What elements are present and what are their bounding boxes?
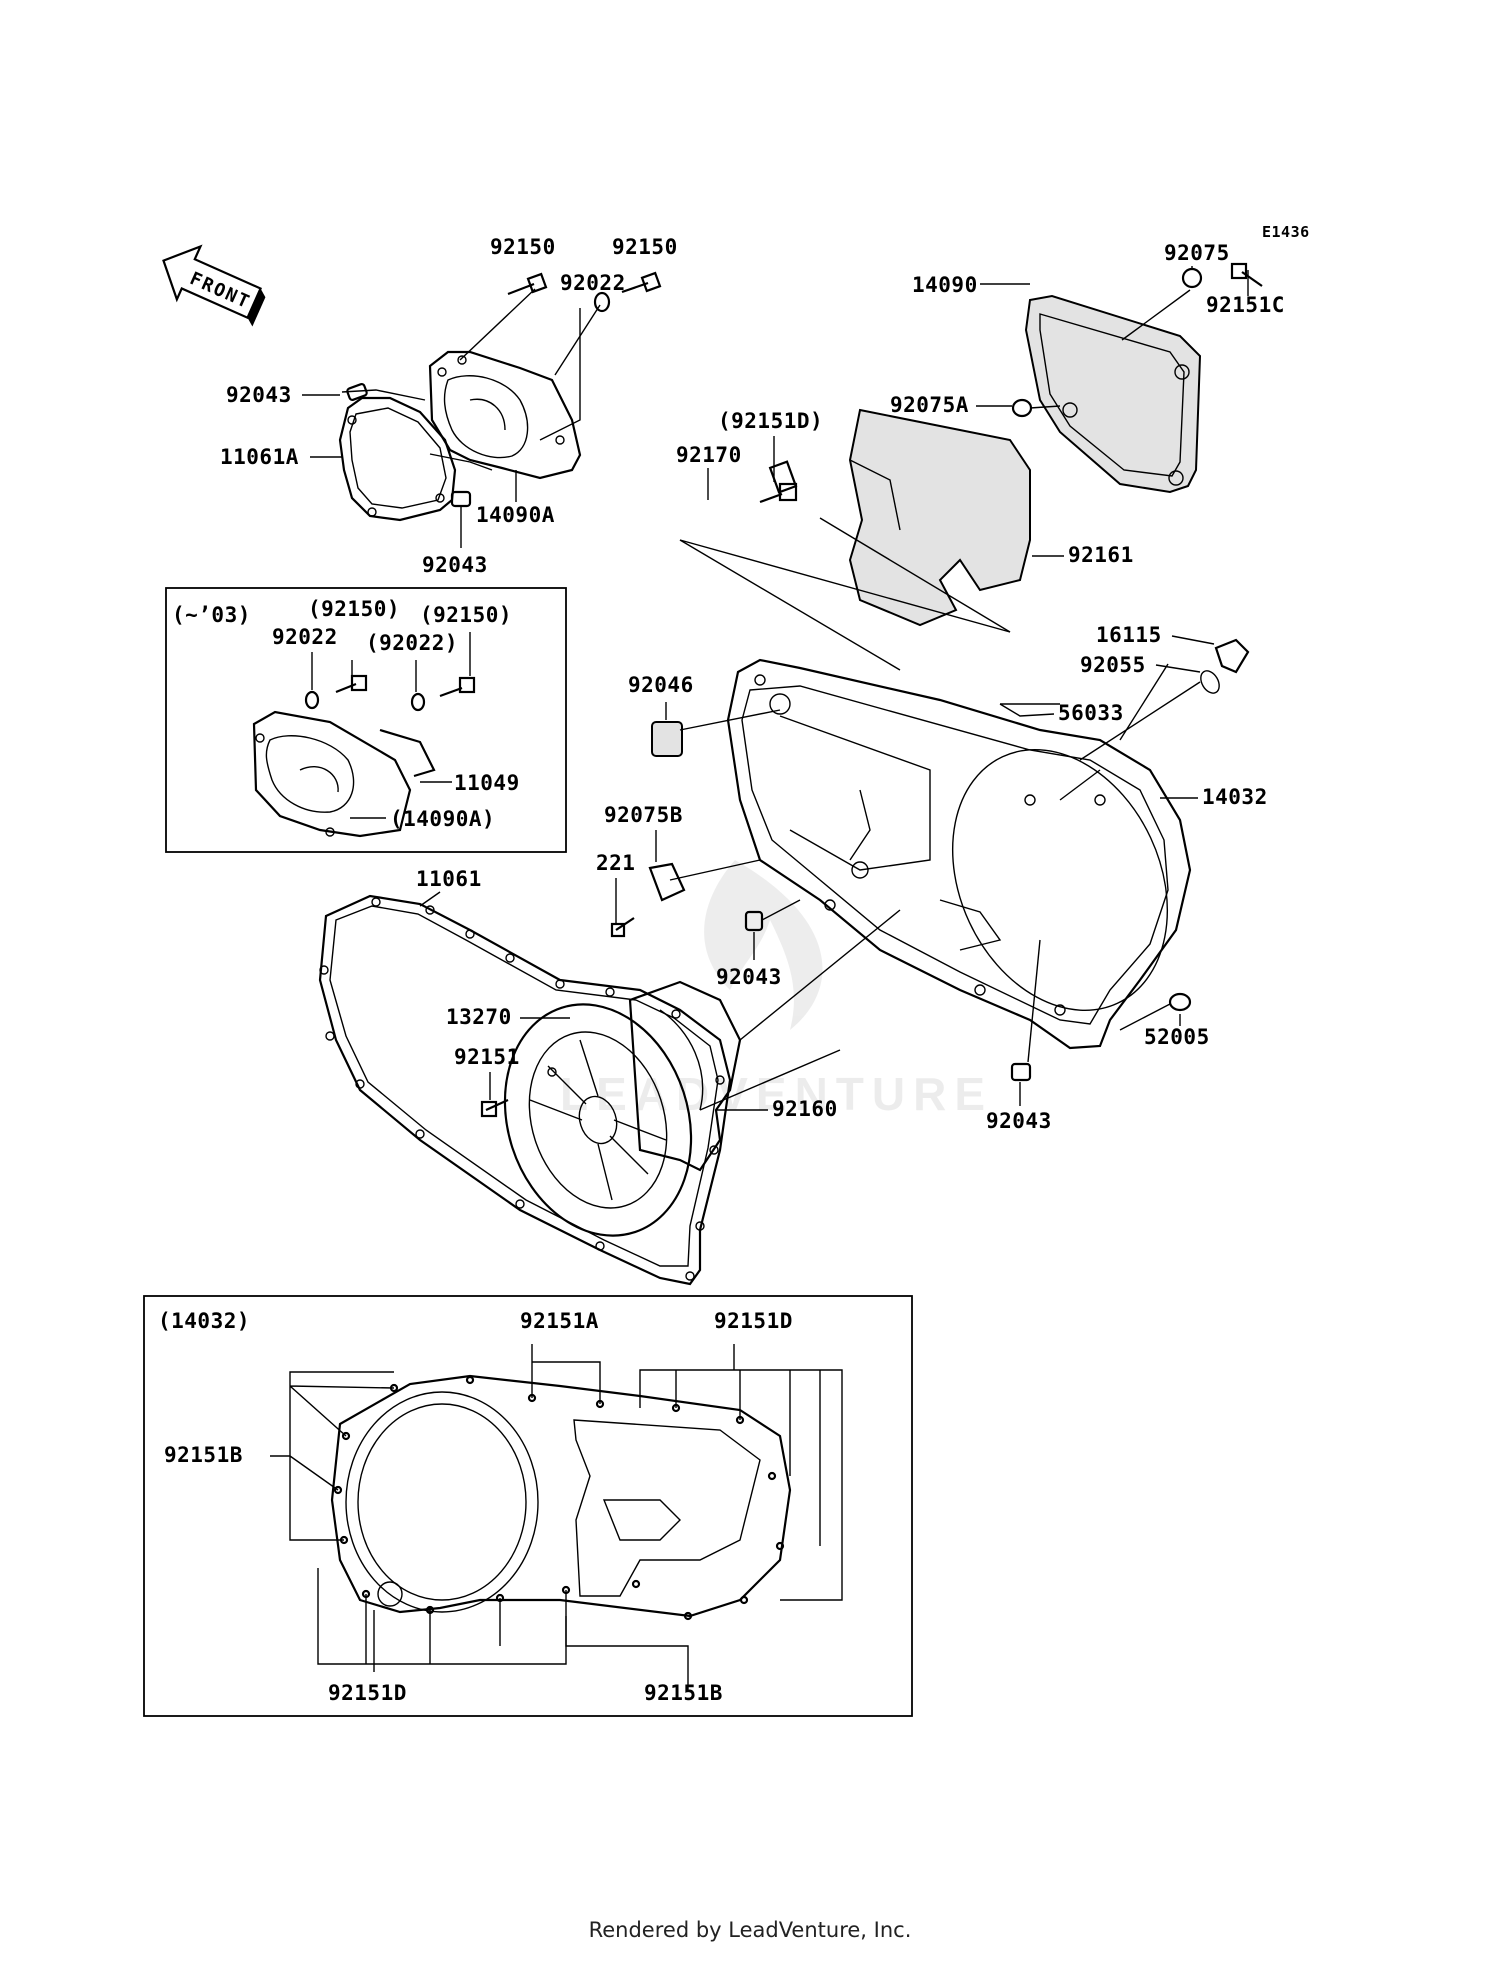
watermark-logo: LEADVENTURE [560, 860, 993, 1120]
svg-text:LEADVENTURE: LEADVENTURE [560, 1068, 993, 1120]
label-13270: 13270 [446, 1005, 512, 1029]
inset-label-11049: 11049 [454, 771, 520, 795]
label-14032: 14032 [1202, 785, 1268, 809]
label-92075a: 92075A [890, 393, 969, 417]
label-221: 221 [596, 851, 635, 875]
label-16115: 16115 [1096, 623, 1162, 647]
label-92043-d: 92043 [986, 1109, 1052, 1133]
label-14090: 14090 [912, 273, 978, 297]
label-56033: 56033 [1058, 701, 1124, 725]
label-11061a: 11061A [220, 445, 299, 469]
cover-14090a [428, 350, 582, 480]
inset-label-92022: 92022 [272, 625, 338, 649]
inset-14032-cover [270, 1344, 843, 1690]
label-92046: 92046 [628, 673, 694, 697]
inset-label-92151a: 92151A [520, 1309, 599, 1333]
inset-label-92150-p1: (92150) [308, 597, 400, 621]
label-92150-a: 92150 [490, 235, 556, 259]
cover-92161-group [679, 408, 1031, 671]
inset-early-box [165, 587, 567, 853]
label-14090a: 14090A [476, 503, 555, 527]
cover-14090 [1024, 294, 1202, 494]
front-arrow-icon: FRONT [162, 244, 266, 327]
cover-14090a-group [338, 271, 662, 522]
label-92151c: 92151C [1206, 293, 1285, 317]
gasket-11061-group [318, 894, 901, 1286]
inset-cover-part [252, 632, 476, 838]
label-92161: 92161 [1068, 543, 1134, 567]
gasket-11061a [338, 396, 457, 522]
inset-label-92022-paren: (92022) [366, 631, 458, 655]
inset-label-14090a-paren: (14090A) [390, 807, 495, 831]
label-92150-b: 92150 [612, 235, 678, 259]
label-92151d-paren: (92151D) [718, 409, 823, 433]
label-92160: 92160 [772, 1097, 838, 1121]
cover-92161 [848, 408, 1031, 627]
cover-14032-group [610, 638, 1250, 1082]
label-52005: 52005 [1144, 1025, 1210, 1049]
label-92043-b: 92043 [422, 553, 488, 577]
label-11061: 11061 [416, 867, 482, 891]
label-92170: 92170 [676, 443, 742, 467]
plate-13270 [503, 1003, 693, 1237]
label-92151: 92151 [454, 1045, 520, 1069]
inset-label-92151b-bottom: 92151B [644, 1681, 723, 1705]
inset-label-92151d-top: 92151D [714, 1309, 793, 1333]
label-92075: 92075 [1164, 241, 1230, 265]
inset-label-92150-p2: (92150) [420, 603, 512, 627]
inset-year-note: (~’03) [172, 603, 251, 627]
inset-label-92151d-bottom: 92151D [328, 1681, 407, 1705]
inset-14032-title: (14032) [158, 1309, 250, 1333]
label-92055: 92055 [1080, 653, 1146, 677]
footer-credit: Rendered by LeadVenture, Inc. [588, 1918, 912, 1942]
inset-label-92151b-left: 92151B [164, 1443, 243, 1467]
diagram-code: E1436 [1262, 223, 1310, 241]
inset-14032-box [143, 1295, 913, 1717]
label-92075b: 92075B [604, 803, 683, 827]
cover-14090-group [1011, 262, 1263, 494]
label-92022: 92022 [560, 271, 626, 295]
label-92043-a: 92043 [226, 383, 292, 407]
label-92043-c: 92043 [716, 965, 782, 989]
